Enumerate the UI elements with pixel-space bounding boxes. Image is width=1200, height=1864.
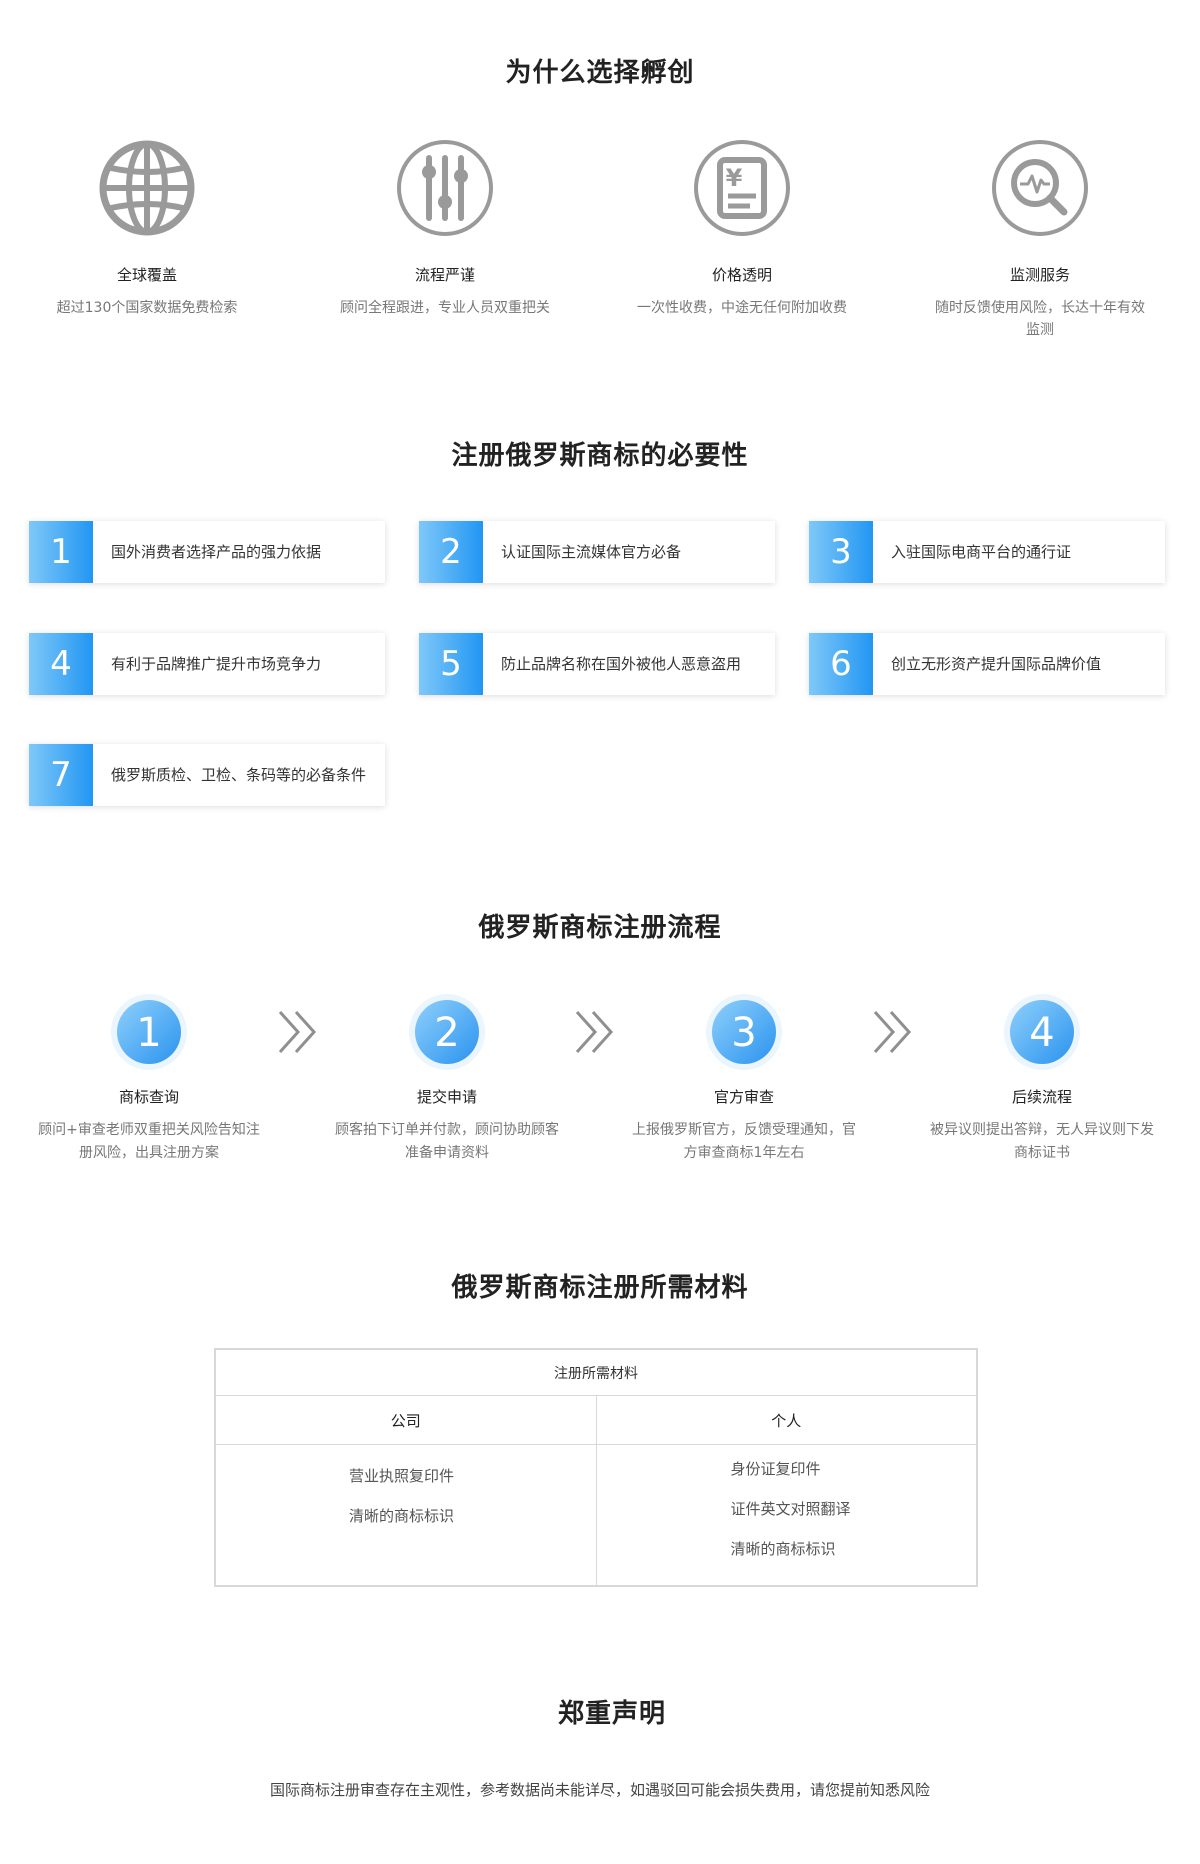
sliders-icon — [397, 140, 493, 236]
materials-table: 注册所需材料 公司 个人 营业执照复印件 清晰的商标标识 身份证复印件 证件英文… — [214, 1348, 978, 1587]
step-number: 1 — [136, 1010, 161, 1056]
card-text: 俄罗斯质检、卫检、条码等的必备条件 — [111, 766, 367, 784]
process-step: 1 商标查询 顾问+审查老师双重把关风险告知注册风险，出具注册方案 — [29, 992, 269, 1165]
column-header-company: 公司 — [390, 1411, 421, 1430]
step-title: 官方审查 — [713, 1088, 774, 1106]
card-number: 4 — [29, 633, 93, 695]
necessity-card: 4 有利于品牌推广提升市场竞争力 — [29, 633, 385, 695]
notice-title: 郑重声明 — [557, 1699, 666, 1729]
step-desc: 上报俄罗斯官方，反馈受理通知，官方审查商标1年左右 — [632, 1122, 856, 1161]
necessity-card: 5 防止品牌名称在国外被他人恶意盗用 — [419, 633, 775, 695]
card-text: 创立无形资产提升国际品牌价值 — [891, 655, 1102, 673]
card-number: 2 — [419, 521, 483, 583]
monitor-search-icon — [992, 140, 1088, 236]
step-number: 4 — [1029, 1010, 1054, 1056]
list-item: 清晰的商标标识 — [730, 1540, 836, 1558]
materials-section-title: 俄罗斯商标注册所需材料 — [451, 1273, 749, 1303]
card-text: 国外消费者选择产品的强力依据 — [111, 543, 322, 561]
globe-icon — [99, 140, 195, 236]
card-text: 认证国际主流媒体官方必备 — [501, 543, 682, 561]
card-number: 7 — [29, 744, 93, 806]
step-number: 3 — [731, 1010, 756, 1056]
necessity-card: 6 创立无形资产提升国际品牌价值 — [809, 633, 1165, 695]
step-number-badge: 1 — [111, 994, 187, 1070]
step-title: 后续流程 — [1011, 1088, 1072, 1106]
why-item-monitor: 监测服务 随时反馈使用风险，长达十年有效监测 — [920, 138, 1160, 341]
card-number: 5 — [419, 633, 483, 695]
process-step: 4 后续流程 被异议则提出答辩，无人异议则下发商标证书 — [922, 992, 1162, 1165]
step-number-badge: 2 — [409, 994, 485, 1070]
list-item: 证件英文对照翻译 — [730, 1500, 851, 1518]
card-number: 1 — [29, 521, 93, 583]
step-desc: 顾问+审查老师双重把关风险告知注册风险，出具注册方案 — [38, 1122, 260, 1161]
necessity-card: 7 俄罗斯质检、卫检、条码等的必备条件 — [29, 744, 385, 806]
why-item-desc: 顾问全程跟进，专业人员双重把关 — [340, 300, 550, 316]
why-section-title: 为什么选择孵创 — [505, 58, 695, 88]
why-item-coverage: 全球覆盖 超过130个国家数据免费检索 — [27, 138, 267, 319]
step-number-badge: 4 — [1004, 994, 1080, 1070]
step-desc: 被异议则提出答辩，无人异议则下发商标证书 — [930, 1122, 1154, 1161]
chevron-right-icon — [873, 1010, 912, 1054]
process-section-title: 俄罗斯商标注册流程 — [478, 913, 722, 943]
list-item: 清晰的商标标识 — [349, 1507, 455, 1525]
card-text: 防止品牌名称在国外被他人恶意盗用 — [501, 655, 742, 673]
column-header-personal: 个人 — [595, 1396, 977, 1444]
svg-text:¥: ¥ — [726, 164, 743, 192]
why-item-title: 全球覆盖 — [116, 266, 177, 284]
step-number-badge: 3 — [706, 994, 782, 1070]
process-step: 3 官方审查 上报俄罗斯官方，反馈受理通知，官方审查商标1年左右 — [624, 992, 864, 1165]
necessity-card: 2 认证国际主流媒体官方必备 — [419, 521, 775, 583]
necessity-card: 1 国外消费者选择产品的强力依据 — [29, 521, 385, 583]
why-item-desc: 一次性收费，中途无任何附加收费 — [637, 300, 847, 316]
notice-text: 国际商标注册审查存在主观性，参考数据尚未能详尽，如遇驳回可能会损失费用，请您提前… — [269, 1781, 930, 1799]
card-number: 3 — [809, 521, 873, 583]
why-item-pricing: ¥ 价格透明 一次性收费，中途无任何附加收费 — [622, 138, 862, 319]
why-item-desc: 超过130个国家数据免费检索 — [56, 300, 238, 316]
necessity-card: 3 入驻国际电商平台的通行证 — [809, 521, 1165, 583]
why-item-title: 价格透明 — [711, 266, 772, 284]
step-desc: 顾客拍下订单并付款，顾问协助顾客准备申请资料 — [335, 1122, 559, 1161]
list-item: 营业执照复印件 — [349, 1467, 455, 1485]
table-header: 注册所需材料 — [216, 1350, 976, 1396]
chevron-right-icon — [575, 1010, 614, 1054]
necessity-section-title: 注册俄罗斯商标的必要性 — [451, 441, 749, 471]
personal-materials-cell: 身份证复印件 证件英文对照翻译 清晰的商标标识 — [595, 1445, 977, 1585]
card-text: 入驻国际电商平台的通行证 — [891, 543, 1072, 561]
card-number: 6 — [809, 633, 873, 695]
list-item: 身份证复印件 — [730, 1460, 821, 1478]
card-text: 有利于品牌推广提升市场竞争力 — [111, 655, 322, 673]
why-item-process: 流程严谨 顾问全程跟进，专业人员双重把关 — [325, 138, 565, 319]
why-item-title: 流程严谨 — [414, 266, 475, 284]
why-item-desc: 随时反馈使用风险，长达十年有效监测 — [935, 300, 1145, 338]
step-number: 2 — [434, 1010, 459, 1056]
company-materials-cell: 营业执照复印件 清晰的商标标识 — [216, 1445, 596, 1585]
why-item-title: 监测服务 — [1009, 266, 1070, 284]
invoice-yen-icon: ¥ — [694, 140, 790, 236]
chevron-right-icon — [278, 1010, 317, 1054]
step-title: 提交申请 — [416, 1088, 477, 1106]
process-step: 2 提交申请 顾客拍下订单并付款，顾问协助顾客准备申请资料 — [327, 992, 567, 1165]
step-title: 商标查询 — [118, 1088, 179, 1106]
